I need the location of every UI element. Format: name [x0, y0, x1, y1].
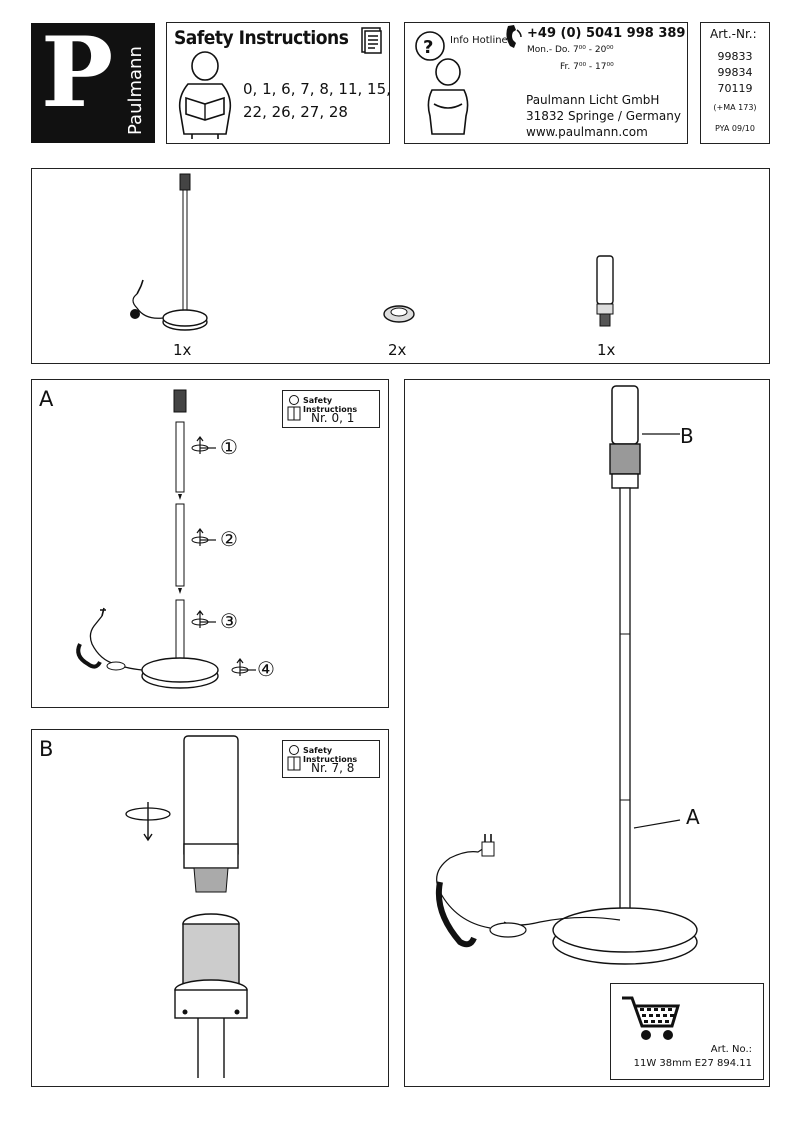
section-b-letter: B [39, 737, 54, 761]
section-a-ref-title: Safety Instructions [303, 396, 358, 414]
shopping-cart-icon [622, 996, 681, 1040]
hotline-hours-friday: Fr. 7⁰⁰ - 17⁰⁰ [560, 62, 614, 72]
section-a-letter: A [39, 387, 54, 411]
reading-figure-icon [178, 51, 232, 139]
section-b-ref-title: Safety Instructions [303, 746, 358, 764]
article-number-1: 99833 [717, 50, 753, 63]
article-note: (+MA 173) [713, 103, 757, 112]
hotline-website[interactable]: www.paulmann.com [526, 125, 648, 139]
safety-numbers-line1: 0, 1, 6, 7, 8, 11, 15, [243, 80, 391, 98]
article-label: Art.-Nr.: [710, 27, 757, 41]
question-figure-icon: ? [415, 31, 469, 135]
document-icon [361, 27, 382, 54]
step-3-number: ③ [220, 609, 238, 633]
hotline-address: 31832 Springe / Germany [526, 109, 681, 123]
cart-spec: 11W 38mm E27 894.11 [633, 1058, 752, 1069]
hotline-phone: +49 (0) 5041 998 389 [527, 26, 686, 41]
hotline-company: Paulmann Licht GmbH [526, 93, 660, 107]
cart-label: Art. No.: [710, 1044, 752, 1055]
ring-nut-icon [383, 305, 415, 323]
svg-text:?: ? [423, 37, 433, 58]
parts-qty-ring: 2x [388, 341, 407, 359]
article-number-3: 70119 [717, 82, 753, 95]
parts-box [31, 168, 770, 364]
hotline-label: Info Hotline [450, 35, 508, 46]
assembly-b-diagram [125, 735, 248, 1078]
parts-qty-lamp: 1x [173, 341, 192, 359]
article-code: PYA 09/10 [715, 124, 755, 133]
section-a-ref-numbers: Nr. 0, 1 [311, 411, 355, 425]
paulmann-logo: P Paulmann [31, 23, 155, 143]
article-box [700, 22, 770, 144]
lamp-bulb-icon [596, 255, 614, 327]
safety-instructions-title: Safety Instructions [174, 27, 349, 49]
cart-box [610, 983, 764, 1080]
logo-brand-name: Paulmann [125, 46, 146, 135]
assembled-lamp-diagram [435, 385, 698, 965]
logo-letter: P [41, 16, 114, 129]
section-a-safety-ref: Safety Instructions Nr. 0, 1 [282, 390, 380, 428]
phone-icon [506, 25, 522, 48]
section-b-safety-ref: Safety Instructions Nr. 7, 8 [282, 740, 380, 778]
step-1-number: ① [220, 435, 238, 459]
step-2-number: ② [220, 527, 238, 551]
step-4-number: ④ [257, 657, 275, 681]
parts-qty-bulb: 1x [597, 341, 616, 359]
section-a-box [31, 379, 389, 708]
callout-a: A [686, 805, 700, 829]
hotline-hours-weekdays: Mon.- Do. 7⁰⁰ - 20⁰⁰ [527, 45, 614, 55]
callout-b: B [680, 424, 694, 448]
reading-figure-icon [287, 745, 301, 771]
reading-figure-icon [287, 395, 301, 421]
floor-lamp-icon [130, 173, 208, 331]
assembly-a-diagram [76, 389, 256, 689]
section-b-ref-numbers: Nr. 7, 8 [311, 761, 355, 775]
article-number-2: 99834 [717, 66, 753, 79]
safety-numbers-line2: 22, 26, 27, 28 [243, 103, 348, 121]
overview-box [404, 379, 770, 1087]
